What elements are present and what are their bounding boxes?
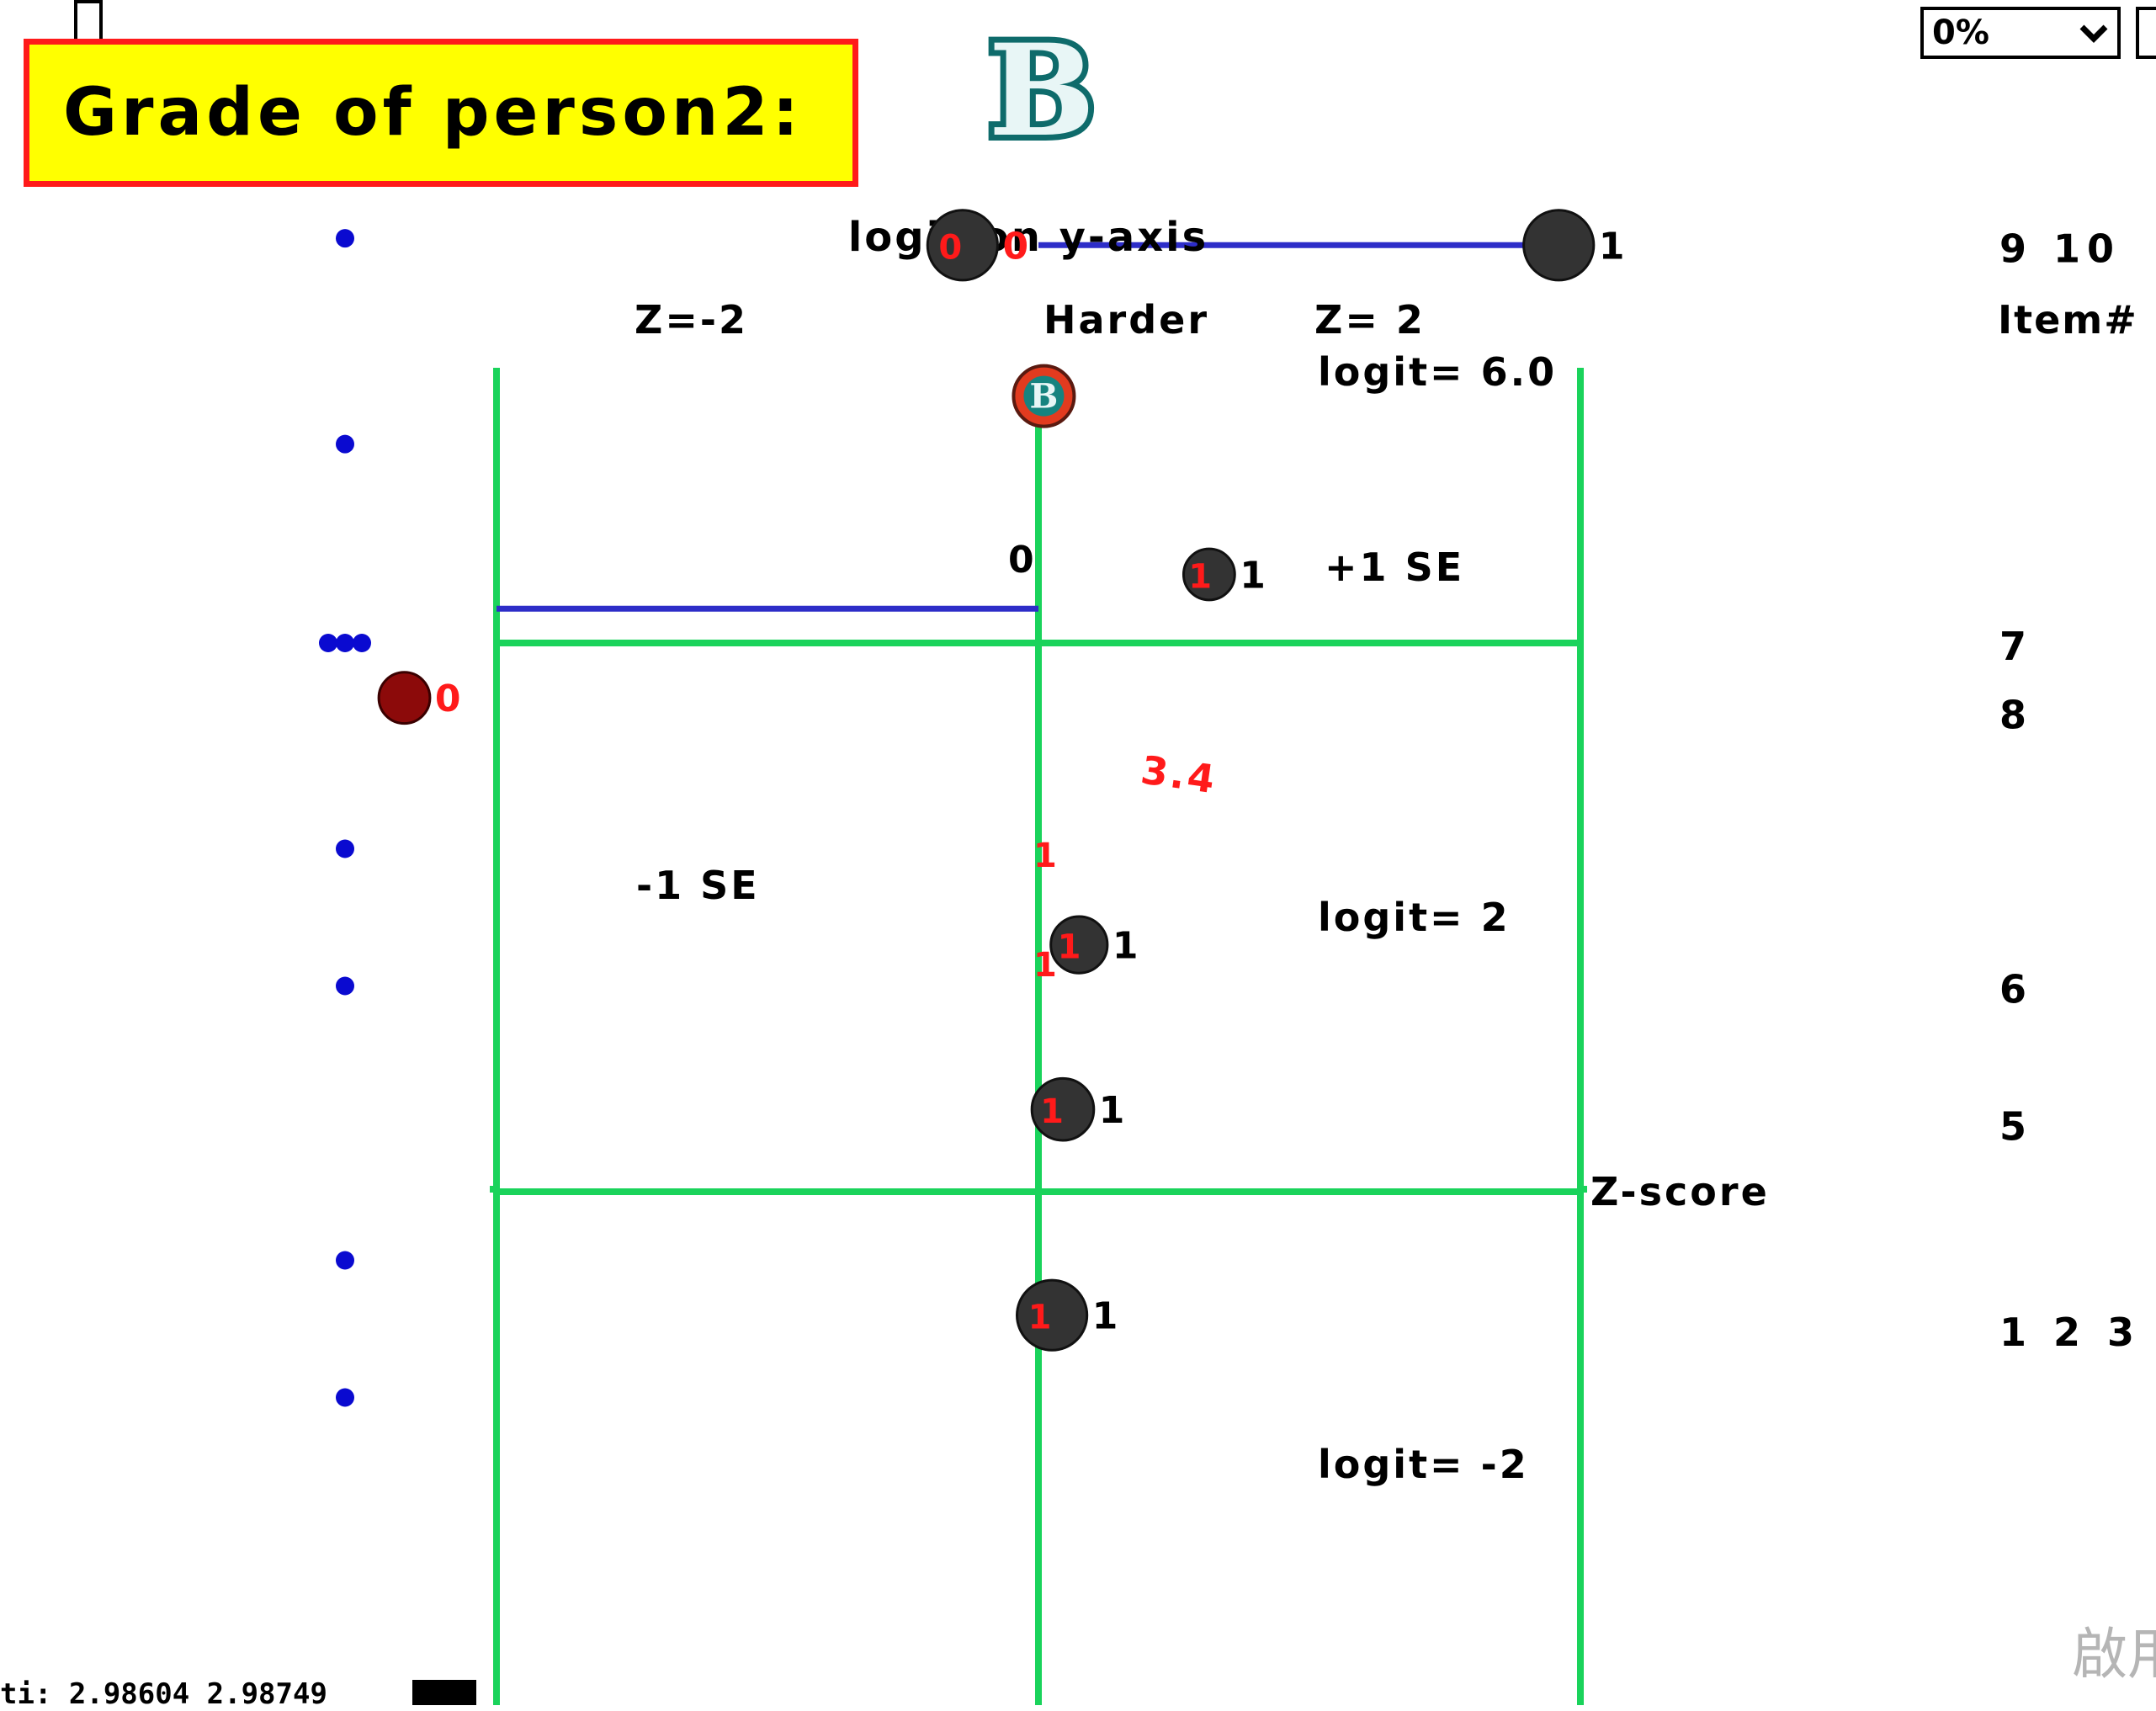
person-distribution-dot (336, 229, 354, 248)
person-distribution-dot (319, 634, 337, 652)
person-distribution-dot (336, 839, 354, 858)
logit-minus-2-label: logit= -2 (1318, 1442, 1529, 1487)
item-dot (1182, 547, 1236, 602)
item-dot-score: 1 (1099, 1089, 1125, 1132)
status-grid-icon (412, 1680, 476, 1705)
person-distribution-dot (336, 1251, 354, 1270)
harder-red-one-lower: 1 (1033, 946, 1057, 985)
watermark-text: 啟用 (2072, 1622, 2156, 1687)
item-number-label: 6 (1999, 967, 2033, 1012)
item-number-header: Item# (1998, 297, 2138, 343)
item-dot (377, 671, 432, 725)
item-dot-score: 1 (1599, 225, 1625, 268)
z-score-label: Z-score (1590, 1169, 1770, 1214)
item-dot-score: 0 (1002, 225, 1028, 268)
coordinate-readout: ti: 2.98604 2.98749 (0, 1677, 327, 1711)
plus-1-se-label: +1 SE (1325, 545, 1464, 590)
item-number-label: 7 (1999, 624, 2033, 669)
logit-top-label: logit= 6.0 (1318, 349, 1557, 395)
person-distribution-dot (336, 434, 354, 454)
grade-title: Grade of person2: (63, 75, 803, 151)
item-number-label: 8 (1999, 693, 2033, 738)
person-marker-core (1023, 375, 1065, 417)
item-dot-score: 1 (1113, 925, 1139, 968)
grade-letter: B (989, 25, 1096, 165)
grade-letter-logo: B (983, 25, 1102, 171)
minus-1-se-label: -1 SE (636, 863, 760, 908)
chevron-down-icon (2079, 24, 2108, 43)
item-dot-inner-label: 0 (938, 228, 962, 267)
item-number-label: 1 2 3 4 (1999, 1310, 2156, 1355)
item-dot-inner-label: 1 (1040, 1092, 1064, 1131)
harder-label: Harder (1043, 297, 1209, 343)
person-marker-letter: B (1030, 377, 1059, 417)
item-dot-score: 0 (435, 677, 461, 720)
person-distribution-dot (336, 1388, 354, 1407)
chart-title: logit on y-axis (848, 214, 1208, 261)
harder-red-one-upper: 1 (1033, 837, 1057, 875)
z-minus-2-label: Z=-2 (635, 297, 748, 343)
item-dot (1049, 915, 1109, 975)
side-panel-button[interactable] (2136, 7, 2156, 59)
item-dot (1016, 1278, 1089, 1352)
item-dot-inner-label: 1 (1058, 928, 1081, 967)
person-measure-label: 3.4 (1138, 747, 1219, 802)
item-dot-inner-label: 1 (1188, 558, 1212, 597)
item-number-label: 5 (1999, 1104, 2033, 1150)
person-distribution-dot (353, 634, 371, 652)
person-distribution-dot (336, 634, 354, 652)
person-distribution-dot (336, 976, 354, 996)
item-dot (926, 209, 999, 282)
grade-title-box: Grade of person2: (24, 39, 858, 187)
z-plus-2-label: Z= 2 (1314, 297, 1426, 343)
item-dot (1522, 209, 1596, 282)
item-number-label: 9 10 (1999, 226, 2121, 271)
logit-2-label: logit= 2 (1318, 895, 1511, 940)
item-dot-score: 1 (1240, 555, 1266, 598)
item-dot-score: 1 (1092, 1295, 1118, 1338)
item-dot (1030, 1076, 1096, 1142)
item-left-zero: 0 (1008, 539, 1034, 582)
item-dot-inner-label: 1 (1028, 1299, 1052, 1337)
